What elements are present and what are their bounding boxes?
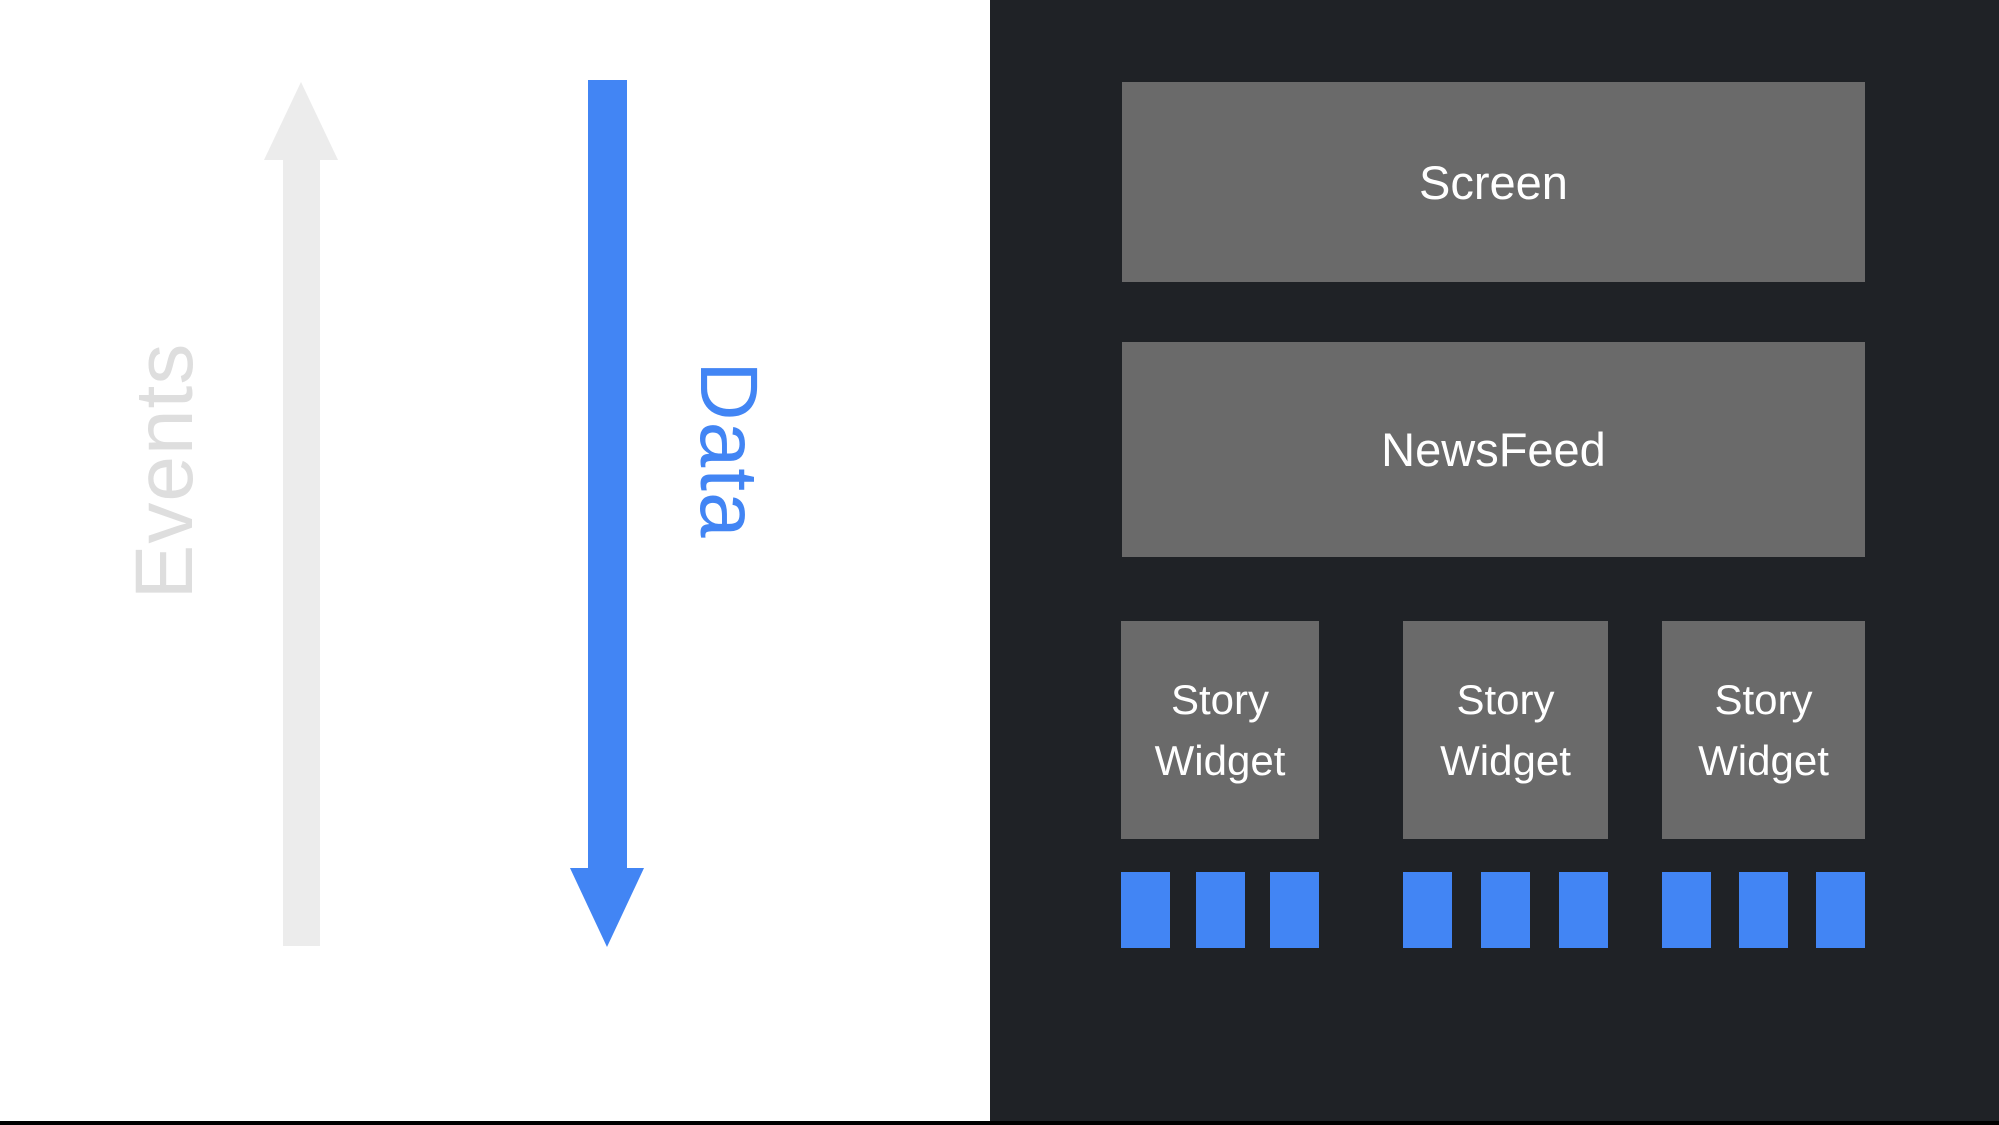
story-item-block	[1559, 872, 1608, 948]
data-down-arrow	[570, 80, 644, 947]
story-widget-box: Story Widget	[1662, 621, 1865, 839]
flow-arrows-panel: Events Data	[0, 0, 990, 1125]
data-arrowhead-icon	[570, 868, 644, 947]
story-item-blocks	[1121, 872, 1319, 948]
data-arrow-shaft	[587, 80, 627, 868]
story-widget-label: Story Widget	[1154, 676, 1286, 784]
story-item-block	[1270, 872, 1319, 948]
newsfeed-box-label: NewsFeed	[1381, 423, 1606, 476]
slide-bottom-edge	[0, 1121, 1999, 1125]
screen-box-label: Screen	[1419, 155, 1568, 209]
story-item-block	[1121, 872, 1170, 948]
story-item-block	[1816, 872, 1865, 948]
story-item-block	[1662, 872, 1711, 948]
screen-box: Screen	[1122, 82, 1865, 282]
data-label: Data	[683, 361, 774, 539]
story-item-blocks	[1403, 872, 1608, 948]
story-item-blocks	[1662, 872, 1865, 948]
story-item-block	[1195, 872, 1245, 948]
story-widget-label: Story Widget	[1698, 676, 1829, 784]
widget-tree-panel: Screen NewsFeed Story Widget Story Widge…	[990, 0, 1999, 1125]
events-label: Events	[119, 342, 210, 600]
story-item-block	[1481, 872, 1530, 948]
newsfeed-box: NewsFeed	[1122, 342, 1865, 557]
events-up-arrow	[264, 82, 338, 946]
events-arrow-shaft	[282, 160, 320, 946]
story-item-block	[1739, 872, 1788, 948]
story-item-block	[1403, 872, 1452, 948]
events-arrowhead-icon	[264, 82, 338, 160]
story-widget-box: Story Widget	[1121, 621, 1319, 839]
story-widget-label: Story Widget	[1440, 676, 1571, 784]
story-widget-box: Story Widget	[1403, 621, 1608, 839]
